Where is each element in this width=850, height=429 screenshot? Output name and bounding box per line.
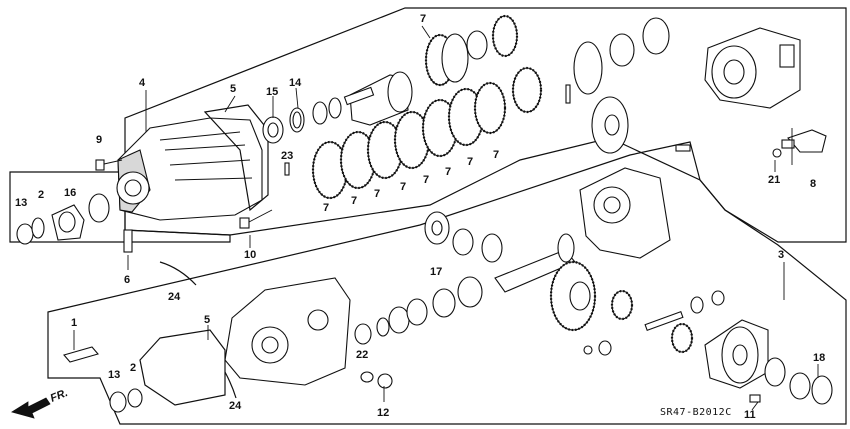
- seal-ring: [642, 17, 670, 55]
- snap-ring-14: [289, 107, 305, 133]
- front-label: FR.: [49, 387, 70, 405]
- callout-17: 17: [430, 266, 442, 278]
- callout-5-upper: 5: [230, 83, 236, 95]
- front-direction-indicator: FR.: [11, 387, 70, 419]
- end-cover-assembly: [704, 27, 801, 109]
- clutch-drum: [343, 71, 413, 126]
- callout-24-lower: 24: [229, 400, 242, 412]
- washer-2-lower: [127, 388, 143, 408]
- piston-plate: [609, 33, 635, 67]
- callout-7-h: 7: [493, 149, 499, 161]
- gasket-1: [63, 346, 99, 363]
- pin-23: [284, 162, 290, 176]
- bearing-18: [764, 357, 833, 405]
- callout-23: 23: [281, 150, 293, 162]
- callout-5-lower: 5: [204, 314, 210, 326]
- callout-4: 4: [139, 77, 146, 89]
- bearing-15: [262, 116, 284, 144]
- bolt-10: [239, 209, 273, 229]
- dish-washer: [591, 96, 629, 154]
- breather-6: [123, 229, 133, 253]
- callout-8: 8: [810, 178, 816, 190]
- bolt-9: [95, 159, 123, 171]
- dowel-pin: [565, 84, 571, 104]
- callout-13-upper: 13: [15, 197, 27, 209]
- housing-gasket: [203, 104, 269, 212]
- lower-assembly-outline: [47, 141, 847, 425]
- callout-18: 18: [813, 352, 825, 364]
- callout-2-upper: 2: [38, 189, 44, 201]
- callout-7-g: 7: [467, 156, 473, 168]
- callout-12: 12: [377, 407, 389, 419]
- callout-13-lower: 13: [108, 369, 120, 381]
- washer-upper-b: [328, 97, 342, 119]
- plug-12: [377, 373, 393, 389]
- callout-1: 1: [71, 317, 77, 329]
- snap-ring-large: [573, 41, 603, 95]
- nut-22: [354, 323, 372, 345]
- lower-housing: [224, 277, 351, 386]
- housing-gasket-lower: [139, 329, 226, 406]
- pinion-gears: [583, 289, 725, 356]
- final-drive-gear: [549, 260, 597, 332]
- callout-7-f: 7: [445, 166, 451, 178]
- callout-14: 14: [289, 77, 302, 89]
- callout-3: 3: [778, 249, 784, 261]
- sprocket-gear: [491, 14, 543, 114]
- hose-24-lower: [224, 371, 237, 399]
- callout-6: 6: [124, 274, 130, 286]
- callout-labels: 4 5 15 14 9 23 13 2 16 10 6 24 7 7 7 7 7…: [15, 13, 825, 421]
- bolt-upper-right: [675, 144, 691, 152]
- bearing-17: [424, 211, 450, 245]
- differential-carrier: [704, 319, 769, 389]
- output-shaft: [494, 233, 576, 293]
- callout-2-lower: 2: [130, 362, 136, 374]
- seal-13-lower: [109, 391, 127, 413]
- seal-13-upper: [16, 223, 34, 245]
- washer-upper-a: [312, 101, 328, 125]
- lower-rings: [388, 276, 483, 334]
- callout-7-d: 7: [400, 181, 406, 193]
- callout-7-top: 7: [420, 13, 426, 25]
- callout-21: 21: [768, 174, 780, 186]
- o-ring-21: [772, 148, 782, 158]
- leader-lines: [73, 25, 819, 411]
- bolt-11: [749, 394, 761, 403]
- washer-22b: [376, 317, 390, 337]
- transmission-housing: [116, 117, 263, 221]
- callout-22: 22: [356, 349, 368, 361]
- callout-15: 15: [266, 86, 278, 98]
- sensor-8: [781, 129, 827, 153]
- flange-16: [51, 204, 85, 241]
- callout-7-a: 7: [323, 202, 329, 214]
- hose-24-upper: [159, 261, 197, 286]
- diagram-code: SR47-B2012C: [660, 407, 732, 418]
- front-arrow-icon: [11, 397, 51, 419]
- intermediate-housing: [579, 167, 671, 259]
- callout-7-b: 7: [351, 195, 357, 207]
- bearing-16: [88, 193, 110, 223]
- callout-7-c: 7: [374, 188, 380, 200]
- washer-17b: [452, 228, 474, 256]
- callout-9: 9: [96, 134, 102, 146]
- washer-12: [360, 371, 374, 383]
- bearing-17c: [481, 233, 503, 263]
- callout-16: 16: [64, 187, 76, 199]
- clutch-disc-stack-lower: [311, 81, 507, 200]
- clutch-disc-stack-upper: [424, 30, 488, 87]
- callout-7-e: 7: [423, 174, 429, 186]
- washer-2-upper: [31, 217, 45, 239]
- callout-11: 11: [744, 409, 756, 421]
- callout-24-upper: 24: [168, 291, 181, 303]
- callout-10: 10: [244, 249, 256, 261]
